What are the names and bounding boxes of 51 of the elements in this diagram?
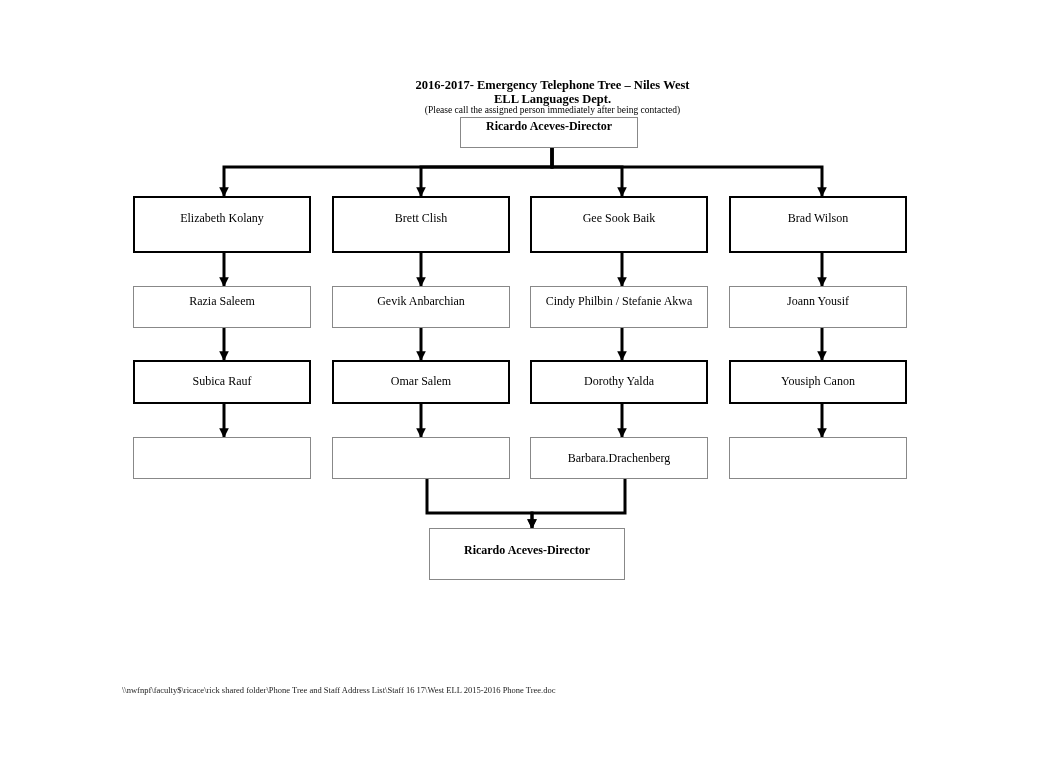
arrow	[817, 328, 827, 361]
person-box	[133, 286, 311, 328]
person-box	[729, 196, 907, 253]
person-name: Gee Sook Baik	[582, 211, 656, 226]
person-box	[332, 196, 510, 253]
arrow	[527, 479, 627, 529]
arrow	[550, 148, 827, 197]
person-name: Yousiph Canon	[781, 374, 855, 389]
person-box	[133, 196, 311, 253]
person-name: Omar Salem	[390, 374, 452, 389]
empty-box	[133, 437, 311, 479]
person-name: Ricardo Aceves-Director	[485, 119, 613, 134]
person-name: Barbara.Drachenberg	[567, 451, 671, 466]
person-box	[530, 286, 708, 328]
arrow	[219, 328, 229, 361]
person-name: Razia Saleem	[189, 294, 255, 309]
instruction-note: (Please call the assigned person immediately after being contacted)	[423, 105, 682, 115]
person-name: Elizabeth Kolany	[180, 211, 264, 226]
person-box	[133, 360, 311, 404]
person-name: Joann Yousif	[787, 294, 849, 309]
empty-box	[332, 437, 510, 479]
arrow	[219, 404, 229, 438]
arrow	[617, 404, 627, 438]
arrow	[416, 328, 426, 361]
person-name: Brett Clish	[394, 211, 448, 226]
arrow	[617, 328, 627, 361]
file-path: \\nwfnpf\faculty$\ricace\rick shared folder\Phone Tree and Staff Address List\Staff 16 17\West ELL 2015-2016 Phone Tree.doc	[122, 685, 556, 695]
person-name: Subica Rauf	[192, 374, 252, 389]
person-box	[530, 437, 708, 479]
person-name: Brad Wilson	[787, 211, 849, 226]
person-box	[530, 360, 708, 404]
empty-box	[729, 437, 907, 479]
subtitle: ELL Languages Dept.	[493, 92, 611, 107]
person-box	[332, 360, 510, 404]
person-name: Gevik Anbarchian	[377, 294, 465, 309]
person-box	[530, 196, 708, 253]
person-box	[729, 286, 907, 328]
person-name: Ricardo Aceves-Director	[463, 543, 591, 558]
person-box	[460, 117, 638, 148]
person-box	[729, 360, 907, 404]
person-box	[332, 286, 510, 328]
arrow	[817, 404, 827, 438]
title: 2016-2017- Emergency Telephone Tree – Niles West	[414, 78, 691, 93]
person-box	[429, 528, 625, 580]
arrow	[219, 253, 229, 287]
arrow	[817, 253, 827, 287]
person-name: Dorothy Yalda	[584, 374, 654, 389]
arrow	[416, 404, 426, 438]
arrow	[416, 253, 426, 287]
person-name: Cindy Philbin / Stefanie Akwa	[545, 294, 693, 309]
arrow	[617, 253, 627, 287]
